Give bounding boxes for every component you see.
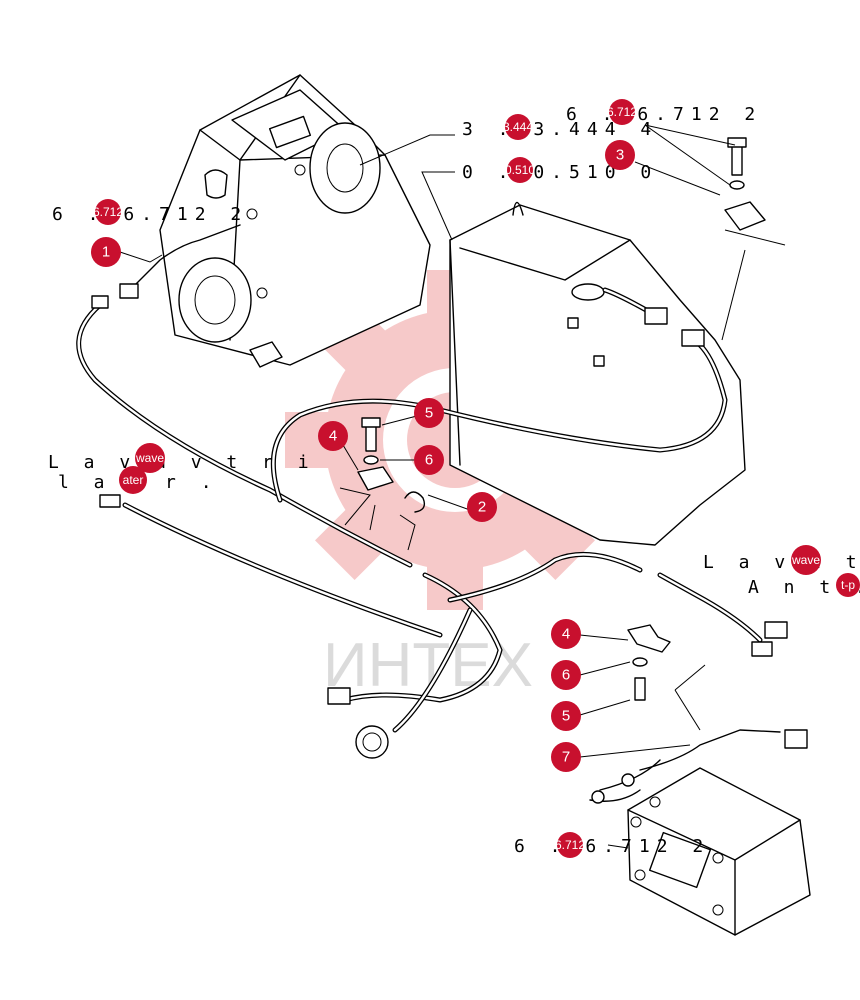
ref-top-1: 3 . 3.444 4 3.444	[462, 114, 651, 140]
connector-icon	[751, 641, 773, 657]
svg-text:2: 2	[478, 499, 486, 516]
clamp-icon	[627, 624, 671, 653]
svg-text:4: 4	[562, 626, 570, 643]
label-right-2: A n t . t-p	[748, 573, 860, 598]
callout-4a: 4	[318, 421, 348, 451]
svg-text:6 . 6.712 2: 6 . 6.712 2	[566, 104, 762, 125]
connector-icon	[327, 687, 351, 705]
svg-text:6.712: 6.712	[555, 838, 585, 852]
svg-text:wave: wave	[135, 451, 164, 465]
bolt-icon	[731, 144, 743, 176]
connector-icon	[681, 329, 705, 347]
callout-6b: 6	[551, 660, 581, 690]
svg-text:4: 4	[329, 428, 337, 445]
connectors	[91, 283, 808, 804]
callout-1: 1	[91, 237, 121, 267]
washer-icon	[632, 657, 648, 667]
callouts: 1 2 3 4 5 6 4 6	[91, 140, 635, 772]
callout-4b: 4	[551, 619, 581, 649]
plug-socket-icon	[355, 725, 389, 759]
ref-mid: 0 . 0.510 0 0.510	[462, 157, 651, 183]
svg-text:3: 3	[616, 147, 624, 164]
gearbox-housing	[159, 74, 431, 368]
callout-2: 2	[467, 492, 497, 522]
svg-text:5: 5	[562, 708, 570, 725]
connector-icon	[91, 295, 109, 309]
washer-icon	[363, 455, 379, 465]
svg-text:L a v a v t r i: L a v a v t r i	[48, 452, 316, 473]
reference-codes: 3 . 3.444 4 3.444 6 . 6.712 2 6.712 0 . …	[52, 99, 762, 858]
ring-terminal-icon	[591, 790, 605, 804]
fuel-tank	[449, 201, 746, 546]
connector-icon	[784, 729, 808, 749]
svg-text:3.444: 3.444	[503, 120, 533, 134]
label-left-2: l a t r . ater	[58, 466, 212, 494]
svg-text:wave: wave	[791, 553, 820, 567]
ref-bottom: 6 . 6.712 2 6.712	[514, 832, 710, 858]
clamp-icon	[724, 201, 766, 231]
connector-icon	[119, 283, 139, 299]
callout-6a: 6	[414, 445, 444, 475]
svg-text:6 . 6.712 2: 6 . 6.712 2	[514, 836, 710, 857]
svg-text:L a v a t: L a v a t	[703, 552, 860, 573]
svg-text:6.712: 6.712	[93, 205, 123, 219]
label-left-1: L a v a v t r i wave	[48, 443, 316, 473]
svg-text:0.510: 0.510	[505, 163, 535, 177]
svg-text:ater: ater	[123, 473, 144, 487]
bolt-head-icon	[361, 417, 381, 428]
svg-text:6: 6	[425, 452, 433, 469]
ref-left: 6 . 6.712 2 6.712	[52, 199, 248, 225]
washer-icon	[729, 180, 745, 190]
callout-5a: 5	[414, 398, 444, 428]
clamp-icon	[357, 466, 394, 491]
callout-3: 3	[605, 140, 635, 170]
svg-text:A n t .: A n t .	[748, 577, 860, 598]
ring-terminal-icon	[621, 773, 635, 787]
mounting-bracket	[627, 767, 811, 936]
connector-icon	[99, 494, 121, 508]
cable-clip-icon	[404, 491, 426, 513]
leader-lines	[119, 124, 786, 849]
svg-text:6.712: 6.712	[607, 105, 637, 119]
callout-7: 7	[551, 742, 581, 772]
svg-text:1: 1	[102, 244, 110, 261]
label-right-1: L a v a t wave	[703, 545, 860, 575]
bolt-icon	[365, 424, 377, 452]
bolt-icon	[634, 677, 646, 701]
svg-text:6 . 6.712 2: 6 . 6.712 2	[52, 204, 248, 225]
connector-icon	[764, 621, 788, 639]
text-labels: L a v a v t r i wave l a t r . ater L a …	[48, 443, 860, 598]
connector-icon	[644, 307, 668, 325]
svg-text:t-p: t-p	[841, 578, 855, 592]
fasteners	[357, 137, 766, 701]
callout-5b: 5	[551, 701, 581, 731]
svg-text:6: 6	[562, 667, 570, 684]
bolt-head-icon	[727, 137, 747, 148]
svg-text:7: 7	[562, 749, 570, 766]
ref-top-2: 6 . 6.712 2 6.712	[566, 99, 762, 125]
svg-text:5: 5	[425, 405, 433, 422]
cable-harness	[76, 224, 781, 802]
